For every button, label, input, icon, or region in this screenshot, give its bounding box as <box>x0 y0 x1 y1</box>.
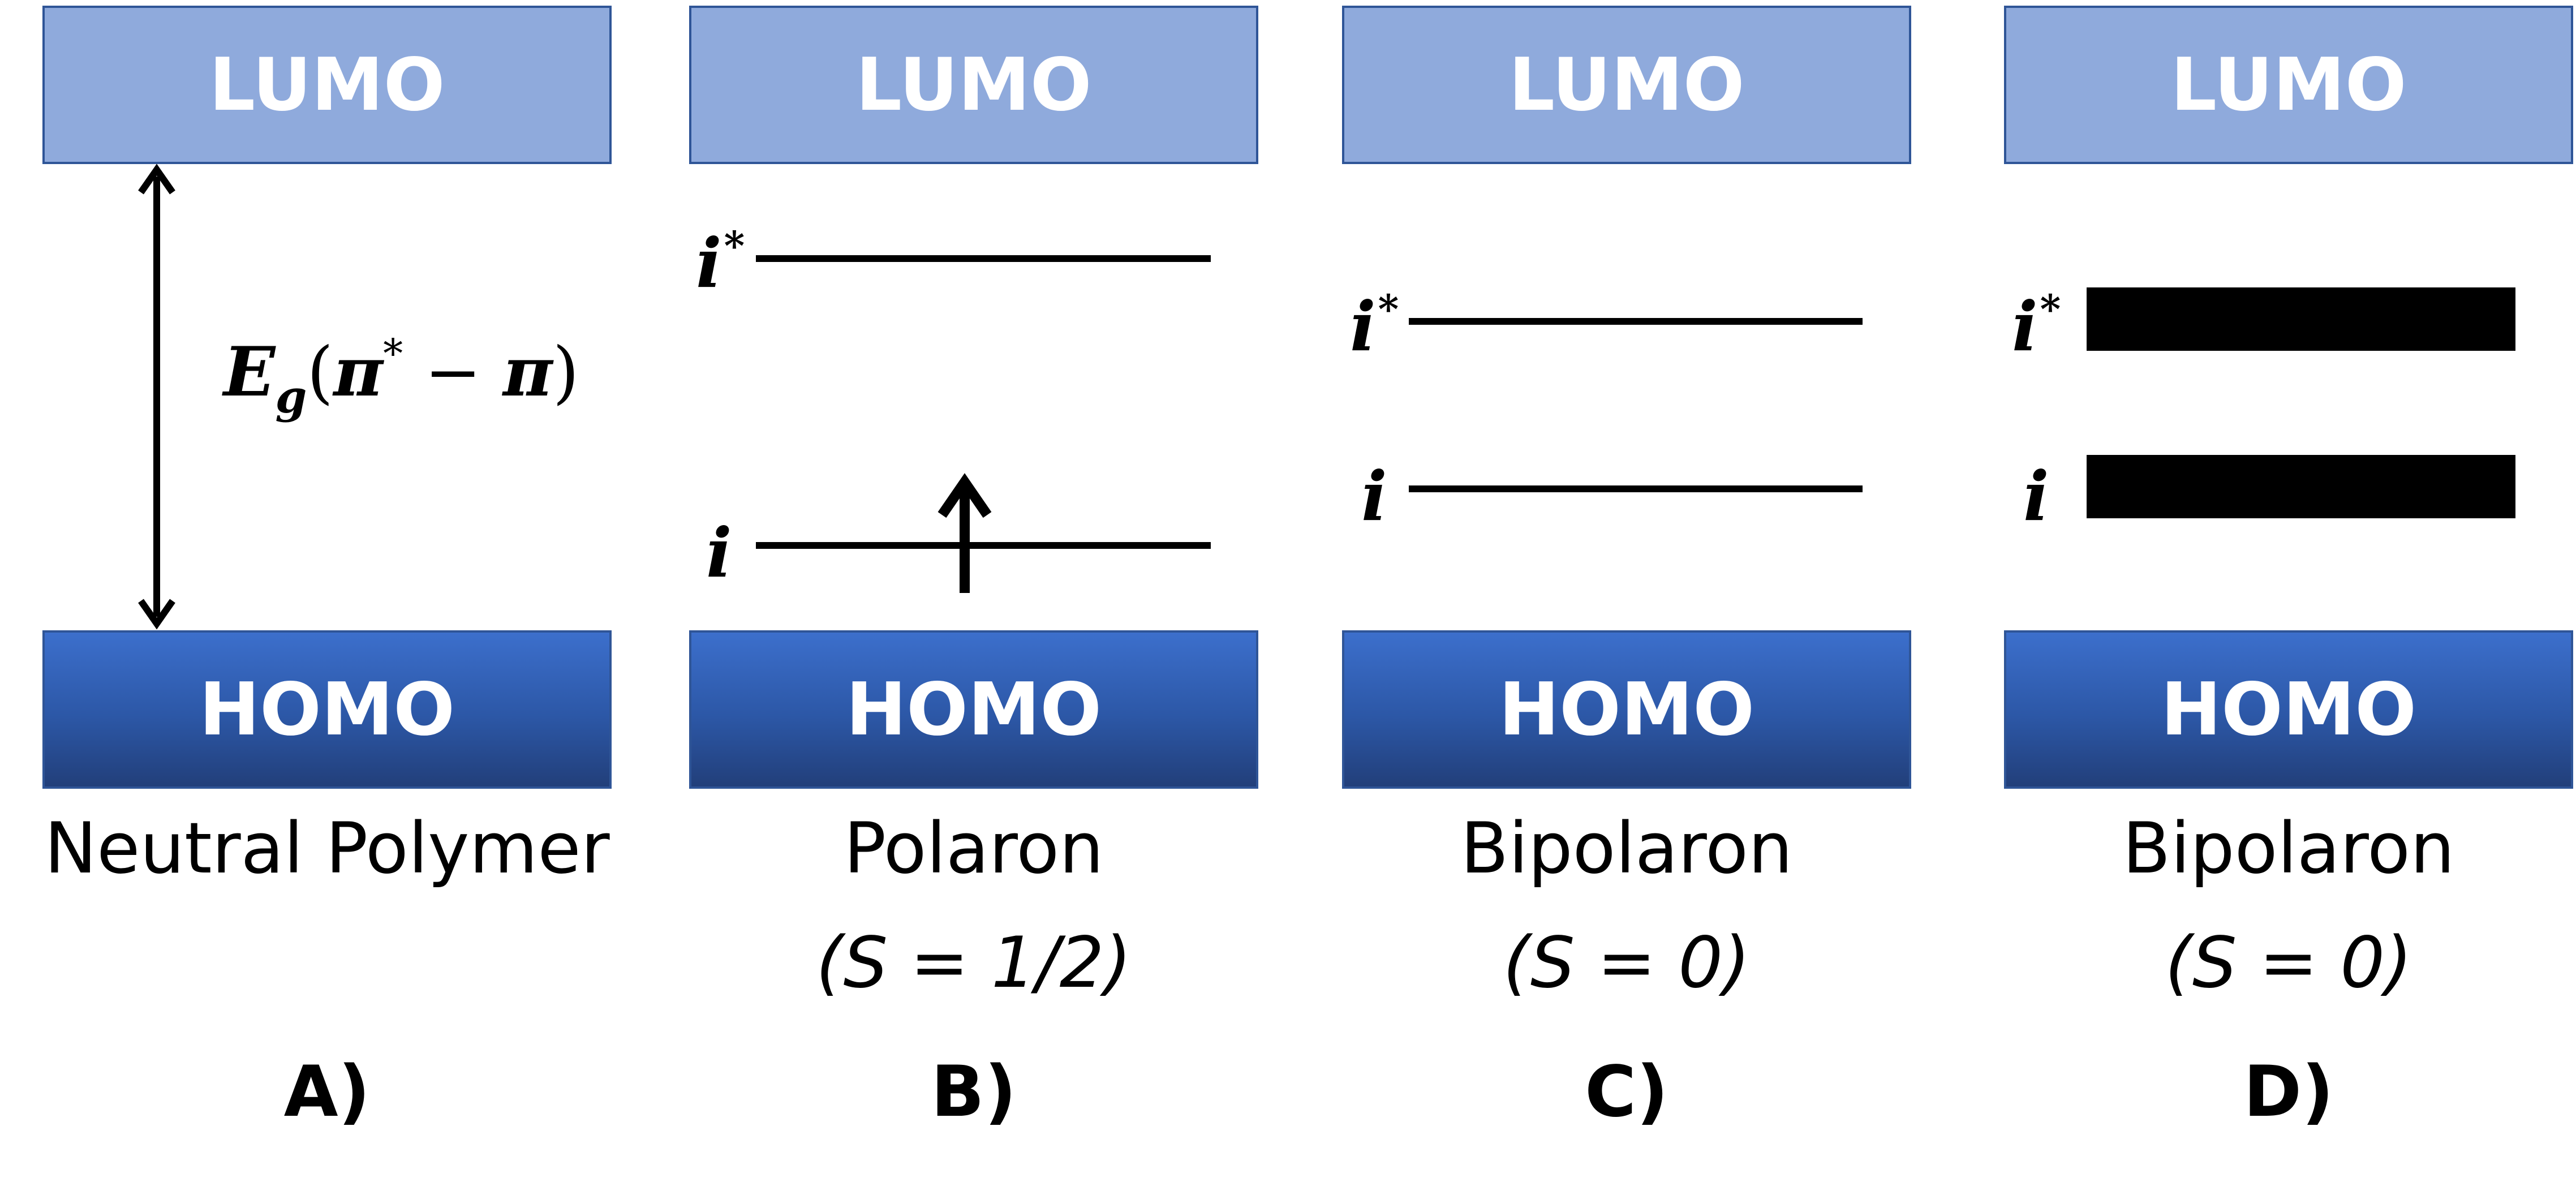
panel-d: LUMO HOMO Bipolaron (S = 0) D) i* i <box>2004 0 2575 1195</box>
upper-level-line <box>756 255 1211 262</box>
homo-label: HOMO <box>1498 667 1755 752</box>
panel-letter: D) <box>2243 1051 2334 1133</box>
upper-level-label: i* <box>696 222 745 303</box>
lumo-label: LUMO <box>855 42 1092 127</box>
homo-box: HOMO <box>1342 630 1911 789</box>
lumo-box: LUMO <box>2004 6 2573 164</box>
panel-c: LUMO HOMO Bipolaron (S = 0) C) i* i <box>1342 0 1913 1195</box>
lumo-label: LUMO <box>1508 42 1745 127</box>
upper-level-label: i* <box>1350 286 1399 367</box>
lower-level-label: i <box>706 513 732 593</box>
panel-subcaption: (S = 0) <box>1503 922 1751 1004</box>
upper-level-band <box>2087 287 2515 351</box>
panel-letter: B) <box>931 1051 1017 1133</box>
lower-level-line <box>756 542 1211 549</box>
homo-box: HOMO <box>2004 630 2573 789</box>
homo-label: HOMO <box>845 667 1102 752</box>
lower-level-label: i <box>2023 457 2049 536</box>
panel-caption: Polaron <box>844 808 1104 889</box>
homo-box: HOMO <box>689 630 1258 789</box>
upper-level-label: i* <box>2012 286 2061 367</box>
panel-b: LUMO HOMO Polaron (S = 1/2) B) i* i <box>689 0 1261 1195</box>
panel-caption: Bipolaron <box>1460 808 1793 889</box>
panel-subcaption: (S = 1/2) <box>816 922 1132 1004</box>
homo-label: HOMO <box>2160 667 2417 752</box>
panel-caption: Neutral Polymer <box>44 808 610 889</box>
lower-level-line <box>1409 485 1863 492</box>
panel-letter: A) <box>283 1051 371 1133</box>
lumo-box: LUMO <box>689 6 1258 164</box>
panel-caption: Bipolaron <box>2122 808 2455 889</box>
lumo-box: LUMO <box>42 6 612 164</box>
lumo-box: LUMO <box>1342 6 1911 164</box>
lower-level-band <box>2087 455 2515 518</box>
band-gap-arrow <box>138 164 175 630</box>
upper-level-line <box>1409 318 1863 325</box>
panel-letter: C) <box>1585 1051 1668 1133</box>
lumo-label: LUMO <box>2170 42 2407 127</box>
panel-a: LUMO HOMO Neutral Polymer A) Eg(π* − π) <box>42 0 614 1195</box>
panel-subcaption: (S = 0) <box>2165 922 2412 1004</box>
lower-level-label: i <box>1361 457 1387 536</box>
spin-up-arrow <box>937 473 992 593</box>
homo-box: HOMO <box>42 630 612 789</box>
band-gap-label: Eg(π* − π) <box>223 330 579 423</box>
homo-label: HOMO <box>199 667 455 752</box>
lumo-label: LUMO <box>209 42 445 127</box>
